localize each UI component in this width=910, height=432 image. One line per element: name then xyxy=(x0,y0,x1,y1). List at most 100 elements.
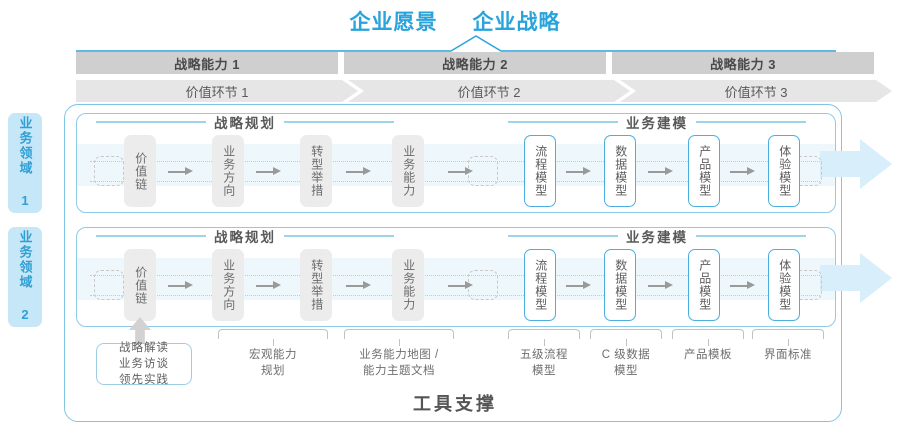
footer-label: 工具支撑 xyxy=(0,390,910,416)
bracket-stem xyxy=(788,339,790,346)
node-label: 转型举措 xyxy=(309,145,324,197)
title-connector-icon xyxy=(76,35,836,52)
arrow-icon xyxy=(648,167,674,176)
domain-label-text: 业务领域 1 xyxy=(17,116,33,210)
outer-frame xyxy=(64,104,842,422)
annotation-text: 五级流程 模型 xyxy=(520,349,568,377)
node-experience-model-1[interactable]: 体验模型 xyxy=(768,135,800,207)
bracket-stem xyxy=(708,339,710,346)
section-header-planning-1: 战略规划 xyxy=(96,112,394,132)
title-vision: 企业愿景 xyxy=(349,11,438,34)
dotted-track-1b xyxy=(90,181,820,182)
annotation-capability-map: 业务能力地图 / 能力主题文档 xyxy=(336,348,462,379)
annotation-ui-standard: 界面标准 xyxy=(748,348,828,364)
section-title: 战略规划 xyxy=(214,230,276,245)
value-link-chevron-3[interactable]: 价值环节 3 xyxy=(620,80,892,102)
node-transformation-measures-2[interactable]: 转型举措 xyxy=(300,249,332,321)
title-strategy: 企业战略 xyxy=(472,11,561,34)
dotted-track-2b xyxy=(90,295,820,296)
section-header-modeling-1: 业务建模 xyxy=(508,112,806,132)
node-business-direction-2[interactable]: 业务方向 xyxy=(212,249,244,321)
bracket-stem xyxy=(544,339,546,346)
node-experience-model-2[interactable]: 体验模型 xyxy=(768,249,800,321)
section-title: 业务建模 xyxy=(626,230,688,245)
node-product-model-1[interactable]: 产品模型 xyxy=(688,135,720,207)
node-process-model-1[interactable]: 流程模型 xyxy=(524,135,556,207)
section-rule-left xyxy=(96,121,206,123)
node-product-model-2[interactable]: 产品模型 xyxy=(688,249,720,321)
annotation-text: 界面标准 xyxy=(764,349,812,361)
arrow-icon xyxy=(256,281,282,290)
node-transformation-measures-1[interactable]: 转型举措 xyxy=(300,135,332,207)
bracket-stem xyxy=(626,339,628,346)
value-link-chevron-1[interactable]: 价值环节 1 xyxy=(76,80,358,102)
value-link-chevron-2[interactable]: 价值环节 2 xyxy=(348,80,630,102)
section-rule-right xyxy=(696,121,806,123)
annotation-text: C 级数据 模型 xyxy=(601,349,651,377)
annotation-entry-text: 战略解读 业务访谈 领先实践 xyxy=(119,341,169,387)
node-label: 流程模型 xyxy=(533,145,548,197)
node-label: 数据模型 xyxy=(613,259,628,311)
bracket-stem xyxy=(399,339,401,346)
capability-label: 战略能力 2 xyxy=(442,56,508,72)
section-rule-right xyxy=(284,235,394,237)
value-link-label: 价值环节 2 xyxy=(457,84,521,100)
annotation-data-model: C 级数据 模型 xyxy=(586,348,666,379)
annotation-entry-box[interactable]: 战略解读 业务访谈 领先实践 xyxy=(96,341,192,387)
dotted-track-1 xyxy=(90,161,820,162)
value-link-label: 价值环节 3 xyxy=(724,84,788,100)
capability-bar-3[interactable]: 战略能力 3 xyxy=(612,52,874,74)
annotation-text: 业务能力地图 / 能力主题文档 xyxy=(359,349,439,377)
arrow-icon xyxy=(168,281,194,290)
node-business-capability-2[interactable]: 业务能力 xyxy=(392,249,424,321)
node-label: 业务方向 xyxy=(221,145,236,197)
row-band xyxy=(77,258,835,300)
node-label: 业务能力 xyxy=(401,259,416,311)
node-value-chain-2[interactable]: 价值链 xyxy=(124,249,156,321)
node-label: 价值链 xyxy=(133,265,148,305)
node-value-chain-1[interactable]: 价值链 xyxy=(124,135,156,207)
annotation-text: 宏观能力 规划 xyxy=(249,349,297,377)
arrow-icon xyxy=(648,281,674,290)
annotation-product-template: 产品模板 xyxy=(668,348,748,364)
node-label: 体验模型 xyxy=(777,145,792,197)
node-data-model-1[interactable]: 数据模型 xyxy=(604,135,636,207)
section-title: 战略规划 xyxy=(214,116,276,131)
value-link-label: 价值环节 1 xyxy=(185,84,249,100)
arrow-icon xyxy=(566,167,592,176)
node-label: 体验模型 xyxy=(777,259,792,311)
node-process-model-2[interactable]: 流程模型 xyxy=(524,249,556,321)
section-rule-right xyxy=(696,235,806,237)
capability-bar-2[interactable]: 战略能力 2 xyxy=(344,52,606,74)
arrow-icon xyxy=(448,167,474,176)
arrow-icon xyxy=(346,167,372,176)
node-business-capability-1[interactable]: 业务能力 xyxy=(392,135,424,207)
node-business-direction-1[interactable]: 业务方向 xyxy=(212,135,244,207)
domain-label-text: 业务领域 2 xyxy=(17,230,33,324)
section-rule-left xyxy=(508,235,618,237)
arrow-icon xyxy=(566,281,592,290)
node-label: 产品模型 xyxy=(697,145,712,197)
arrow-icon xyxy=(448,281,474,290)
bracket-stem xyxy=(273,339,275,346)
node-label: 业务方向 xyxy=(221,259,236,311)
placeholder-slot-start-1 xyxy=(94,156,124,186)
annotation-text: 产品模板 xyxy=(684,349,732,361)
node-data-model-2[interactable]: 数据模型 xyxy=(604,249,636,321)
arrow-icon xyxy=(730,167,756,176)
section-title: 业务建模 xyxy=(626,116,688,131)
capability-bar-1[interactable]: 战略能力 1 xyxy=(76,52,338,74)
section-rule-left xyxy=(508,121,618,123)
bracket-ui-standard xyxy=(752,329,824,346)
capability-label: 战略能力 1 xyxy=(174,56,240,72)
bracket-macro-capability xyxy=(218,329,328,346)
placeholder-slot-start-2 xyxy=(94,270,124,300)
section-header-planning-2: 战略规划 xyxy=(96,226,394,246)
domain-label-1[interactable]: 业务领域 1 xyxy=(8,113,42,213)
section-rule-right xyxy=(284,121,394,123)
bracket-process-model xyxy=(508,329,580,346)
domain-label-2[interactable]: 业务领域 2 xyxy=(8,227,42,327)
annotation-macro-capability: 宏观能力 规划 xyxy=(218,348,328,379)
arrow-icon xyxy=(346,281,372,290)
